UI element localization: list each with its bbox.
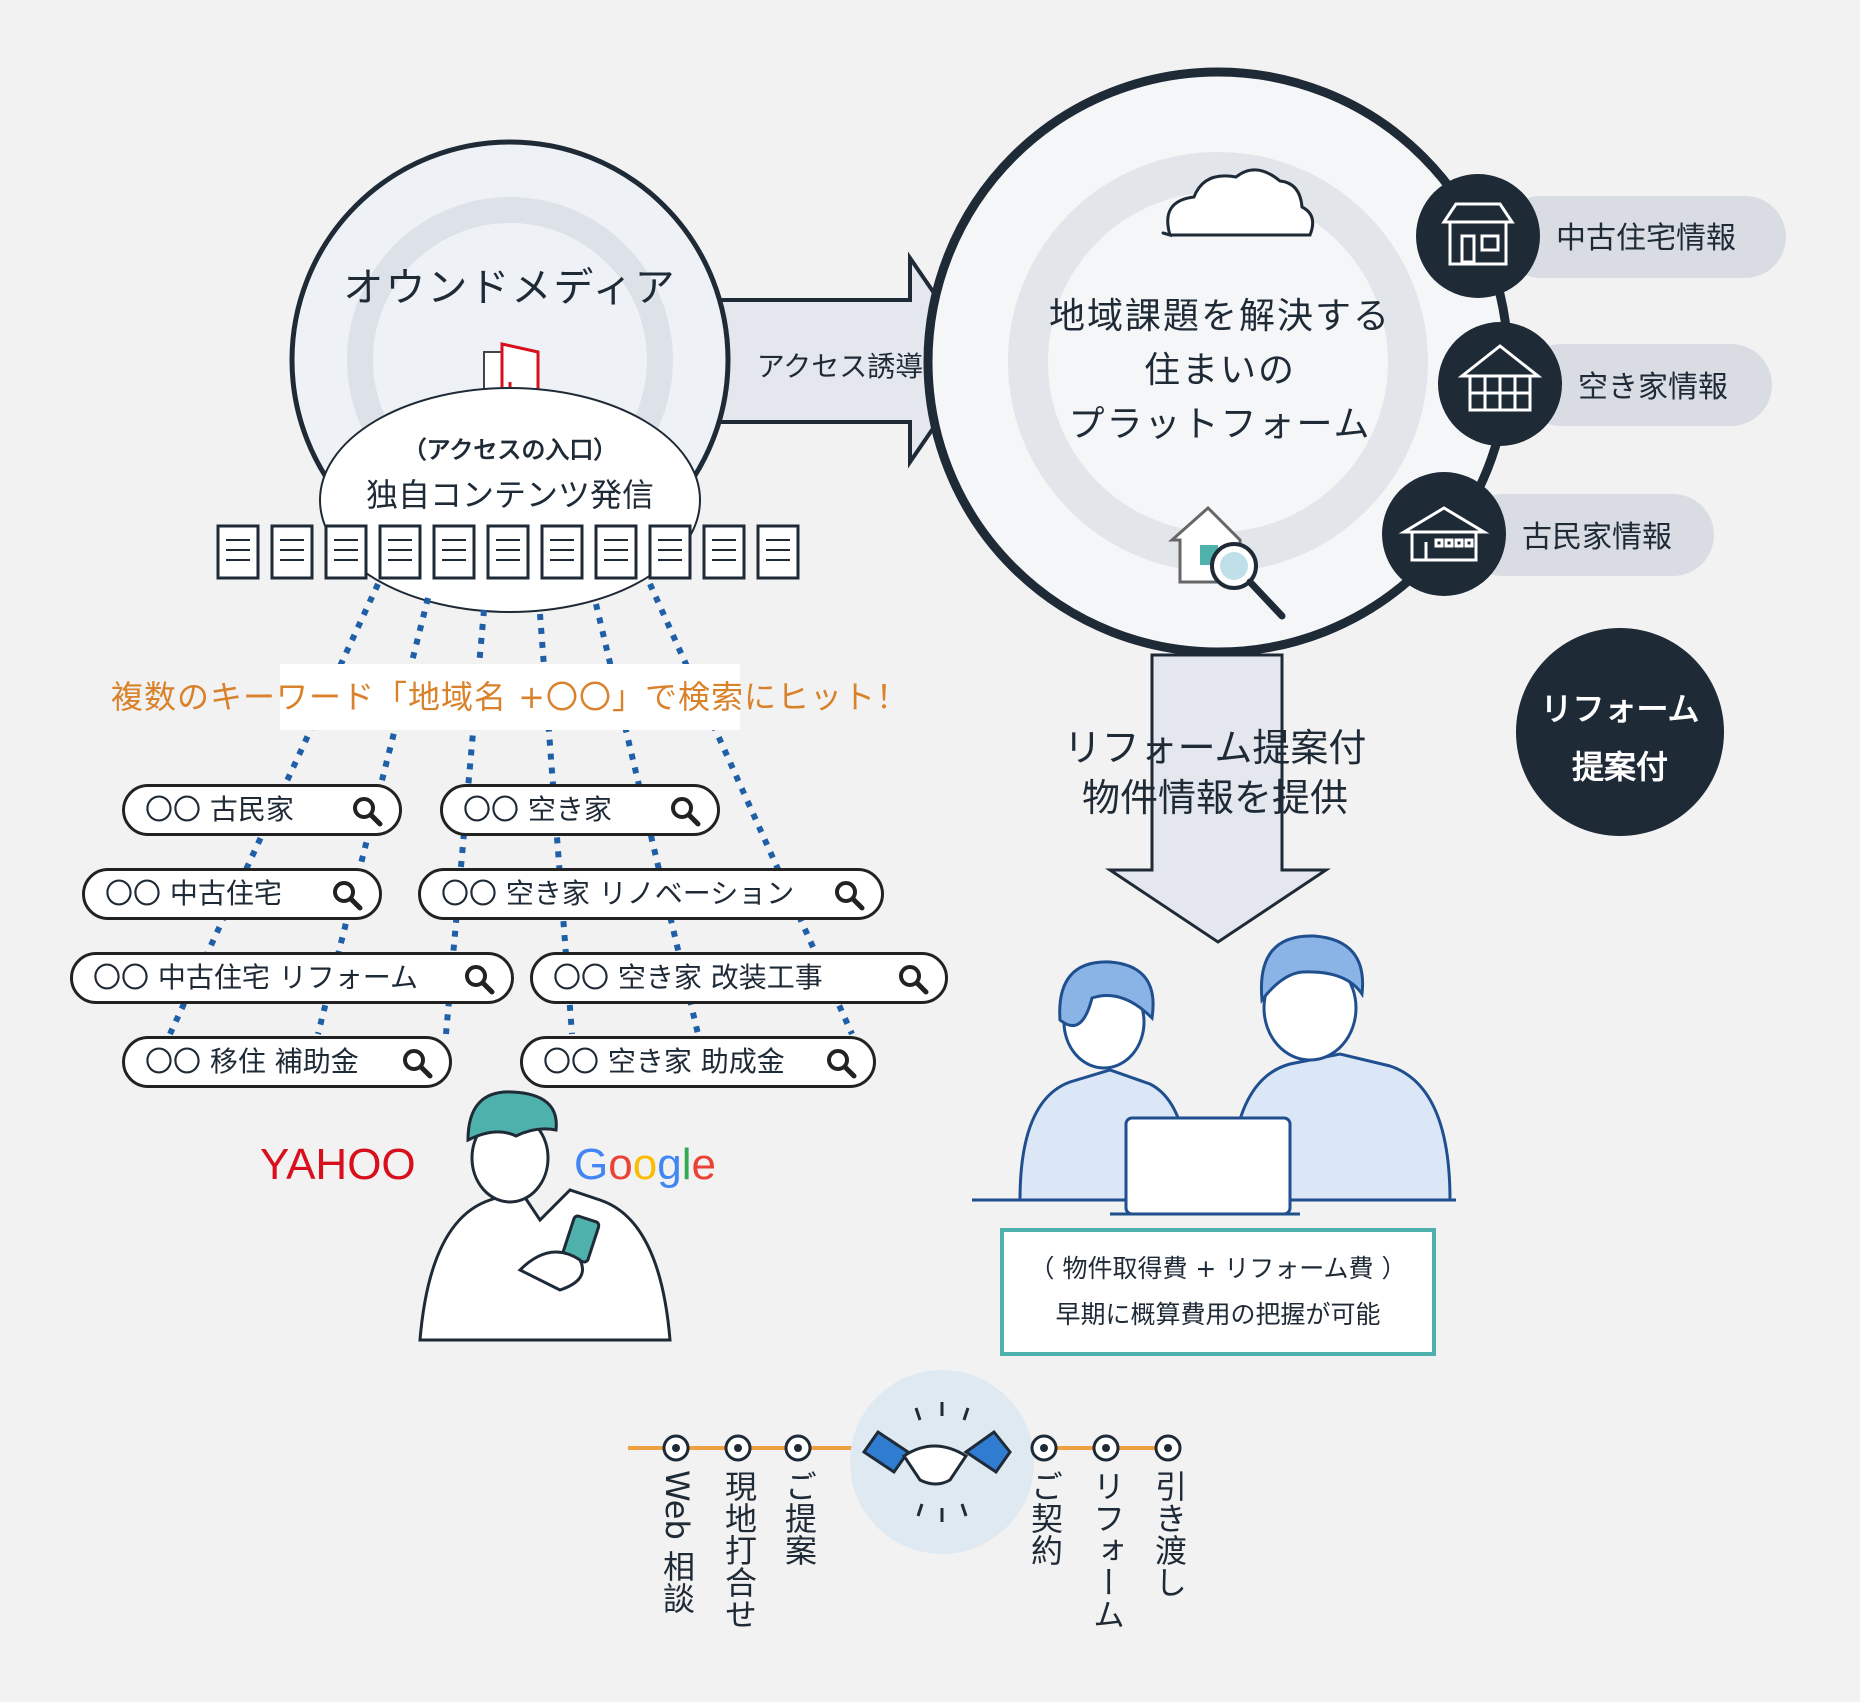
search-term: 〇〇 中古住宅 — [105, 877, 282, 910]
document-icon — [216, 524, 260, 580]
platform-title-line1: 地域課題を解決する — [1048, 296, 1391, 337]
step-reform: リフォーム — [1088, 1470, 1126, 1630]
owned-media-title: オウンドメディア — [343, 265, 677, 311]
step-web-consult: Web 相談 — [658, 1470, 696, 1614]
info-icons — [1382, 174, 1562, 596]
document-icon — [756, 524, 800, 580]
reform-offer-line2: 物件情報を提供 — [1081, 776, 1348, 820]
keyword-caption: 複数のキーワード「地域名 +〇〇」で検索にヒット！ — [111, 678, 909, 716]
document-icon — [594, 524, 638, 580]
search-icon — [465, 965, 495, 995]
info-label-used-house: 中古住宅情報 — [1556, 221, 1736, 256]
search-term: 〇〇 空き家 助成金 — [543, 1045, 785, 1078]
search-icon — [671, 797, 701, 827]
search-term: 〇〇 移住 補助金 — [145, 1045, 359, 1078]
man-with-phone-illustration — [418, 1090, 672, 1342]
search-term: 〇〇 空き家 改装工事 — [553, 961, 823, 994]
document-icon — [702, 524, 746, 580]
reform-arrow — [1105, 653, 1331, 944]
reform-offer-line1: リフォーム提案付 — [1063, 726, 1367, 770]
step-contract: ご契約 — [1026, 1470, 1064, 1566]
step-proposal: ご提案 — [780, 1470, 818, 1566]
document-icon — [378, 524, 422, 580]
timeline-dot-center — [1164, 1444, 1172, 1452]
document-icon — [324, 524, 368, 580]
search-box[interactable]: 〇〇 空き家 助成金 — [520, 1036, 876, 1088]
house-search-icon — [1168, 505, 1286, 620]
search-box[interactable]: 〇〇 空き家 リノベーション — [418, 868, 884, 920]
reform-offer-text: リフォーム提案付 物件情報を提供 — [1050, 723, 1380, 823]
search-box[interactable]: 〇〇 中古住宅 リフォーム — [70, 952, 514, 1004]
platform-title: 地域課題を解決する 住まいの プラットフォーム — [1020, 290, 1420, 452]
search-box[interactable]: 〇〇 古民家 — [122, 784, 402, 836]
timeline-dot-center — [734, 1444, 742, 1452]
reform-badge-line1: リフォーム — [1540, 690, 1700, 728]
timeline-dot-center — [672, 1444, 680, 1452]
content-documents — [216, 524, 800, 580]
platform-title-line2: 住まいの — [1143, 350, 1296, 391]
document-icon — [540, 524, 584, 580]
entry-label: （アクセスの入口） — [402, 436, 618, 464]
search-icon — [827, 1049, 857, 1079]
keyword-caption-background — [280, 664, 740, 730]
search-box[interactable]: 〇〇 空き家 — [440, 784, 720, 836]
cost-line1: （ 物件取得費 + リフォーム費 ） — [1029, 1254, 1407, 1283]
search-icon — [835, 881, 865, 911]
yahoo-logo: YAHOO — [260, 1140, 416, 1189]
handshake-icon — [861, 1402, 1012, 1522]
google-letter: l — [681, 1140, 692, 1189]
google-letter: g — [657, 1140, 682, 1189]
cloud-icon — [1161, 168, 1315, 238]
search-icon — [333, 881, 363, 911]
search-box[interactable]: 〇〇 空き家 改装工事 — [530, 952, 948, 1004]
step-handover: 引き渡し — [1150, 1470, 1188, 1598]
search-icon — [353, 797, 383, 827]
cost-line2: 早期に概算費用の把握が可能 — [1055, 1300, 1381, 1329]
timeline-dot-center — [794, 1444, 802, 1452]
google-logo: Google — [574, 1140, 716, 1190]
document-icon — [270, 524, 314, 580]
access-label: アクセス誘導 — [756, 350, 924, 383]
search-term: 〇〇 空き家 リノベーション — [441, 877, 795, 910]
google-letter: e — [691, 1140, 716, 1189]
search-box[interactable]: 〇〇 移住 補助金 — [122, 1036, 452, 1088]
google-letter: o — [608, 1140, 633, 1189]
reform-badge-text: リフォーム 提案付 — [1520, 680, 1720, 796]
search-icon — [403, 1049, 433, 1079]
document-icon — [486, 524, 530, 580]
info-label-empty-house: 空き家情報 — [1578, 370, 1728, 405]
entry-text: 独自コンテンツ発信 — [365, 476, 654, 514]
process-timeline — [628, 1370, 1172, 1554]
search-term: 〇〇 空き家 — [463, 793, 612, 826]
google-letter: G — [574, 1140, 609, 1189]
step-site-meeting: 現地打合せ — [720, 1470, 758, 1630]
document-icon — [648, 524, 692, 580]
reform-badge-line2: 提案付 — [1571, 748, 1668, 786]
search-term: 〇〇 中古住宅 リフォーム — [93, 961, 418, 994]
search-term: 〇〇 古民家 — [145, 793, 294, 826]
search-icon — [899, 965, 929, 995]
timeline-dot-center — [1040, 1444, 1048, 1452]
cost-box: （ 物件取得費 + リフォーム費 ） 早期に概算費用の把握が可能 — [1000, 1228, 1436, 1356]
google-letter: o — [632, 1140, 658, 1189]
timeline-dots — [662, 1434, 1182, 1462]
couple-illustration — [972, 934, 1456, 1216]
document-icon — [432, 524, 476, 580]
search-box[interactable]: 〇〇 中古住宅 — [82, 868, 382, 920]
timeline-dot-center — [1102, 1444, 1110, 1452]
info-label-old-house: 古民家情報 — [1522, 520, 1672, 555]
platform-title-line3: プラットフォーム — [1068, 404, 1372, 445]
reform-badge — [1516, 628, 1724, 836]
